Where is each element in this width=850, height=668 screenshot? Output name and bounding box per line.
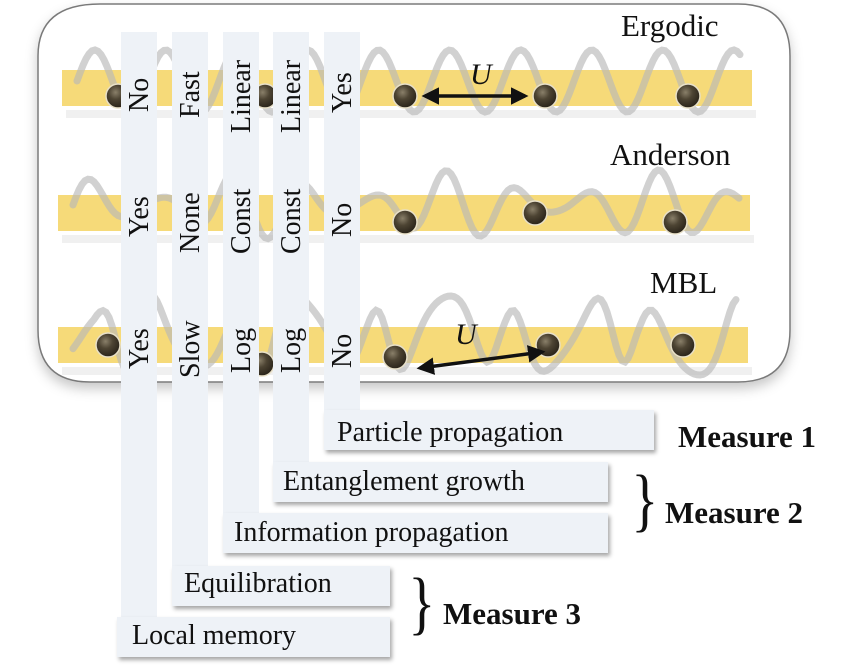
row-label-mbl: MBL [650, 265, 718, 300]
cell-mbl-local-memory: Yes [124, 328, 155, 369]
column-label-entanglement: Entanglement growth [283, 466, 525, 497]
row-label-ergodic: Ergodic [621, 8, 719, 43]
cell-anderson-particle: No [327, 202, 358, 237]
cell-anderson-equilibration: None [175, 192, 206, 253]
measure-3-brace: } [408, 565, 436, 642]
particle-ergodic-3 [392, 83, 418, 109]
particle-anderson-3 [522, 200, 548, 226]
column-strip-particle [324, 32, 360, 450]
particle-mbl-1 [95, 332, 121, 358]
column-box-equilibration [172, 566, 390, 606]
column-label-equilibration: Equilibration [184, 568, 332, 599]
column-strip-entanglement [273, 32, 309, 502]
interaction-label-ergodic: U [470, 58, 492, 91]
column-label-particle: Particle propagation [337, 417, 564, 448]
particle-mbl-5 [670, 332, 696, 358]
band-shadow-mbl [62, 367, 752, 375]
interaction-label-mbl: U [455, 318, 477, 351]
particle-ergodic-5 [675, 83, 701, 109]
row-label-anderson: Anderson [610, 137, 731, 172]
band-shadow-anderson [62, 235, 754, 243]
cell-ergodic-particle: Yes [327, 72, 358, 113]
measure-2-brace: } [631, 462, 659, 539]
column-strip-information [223, 32, 259, 552]
column-strip-local-memory [121, 32, 157, 652]
cell-anderson-local-memory: Yes [124, 196, 155, 237]
column-label-local-memory: Local memory [132, 620, 297, 651]
particle-ergodic-4 [532, 83, 558, 109]
cell-anderson-entanglement: Const [276, 188, 307, 254]
column-box-entanglement [273, 462, 608, 502]
cell-mbl-particle: No [327, 333, 358, 368]
cell-ergodic-equilibration: Fast [175, 71, 206, 118]
particle-anderson-4 [662, 209, 688, 235]
cell-ergodic-information: Linear [226, 59, 257, 133]
column-label-information: Information propagation [234, 517, 509, 548]
cell-anderson-information: Const [226, 188, 257, 254]
measure-1-label: Measure 1 [678, 419, 817, 454]
cell-ergodic-entanglement: Linear [276, 59, 307, 133]
measure-3-label: Measure 3 [443, 596, 582, 631]
particle-anderson-2 [392, 209, 418, 235]
cell-ergodic-local-memory: No [124, 77, 155, 112]
cell-mbl-information: Log [226, 327, 257, 373]
column-box-local-memory [117, 617, 390, 657]
column-box-particle [324, 410, 654, 450]
column-strip-equilibration [172, 32, 208, 602]
interaction-arrow-mbl [416, 345, 546, 375]
particle-mbl-3 [382, 344, 408, 370]
measure-2-label: Measure 2 [665, 495, 804, 530]
cell-mbl-equilibration: Slow [175, 320, 206, 378]
cell-mbl-entanglement: Log [276, 327, 307, 373]
column-box-information [223, 513, 608, 553]
